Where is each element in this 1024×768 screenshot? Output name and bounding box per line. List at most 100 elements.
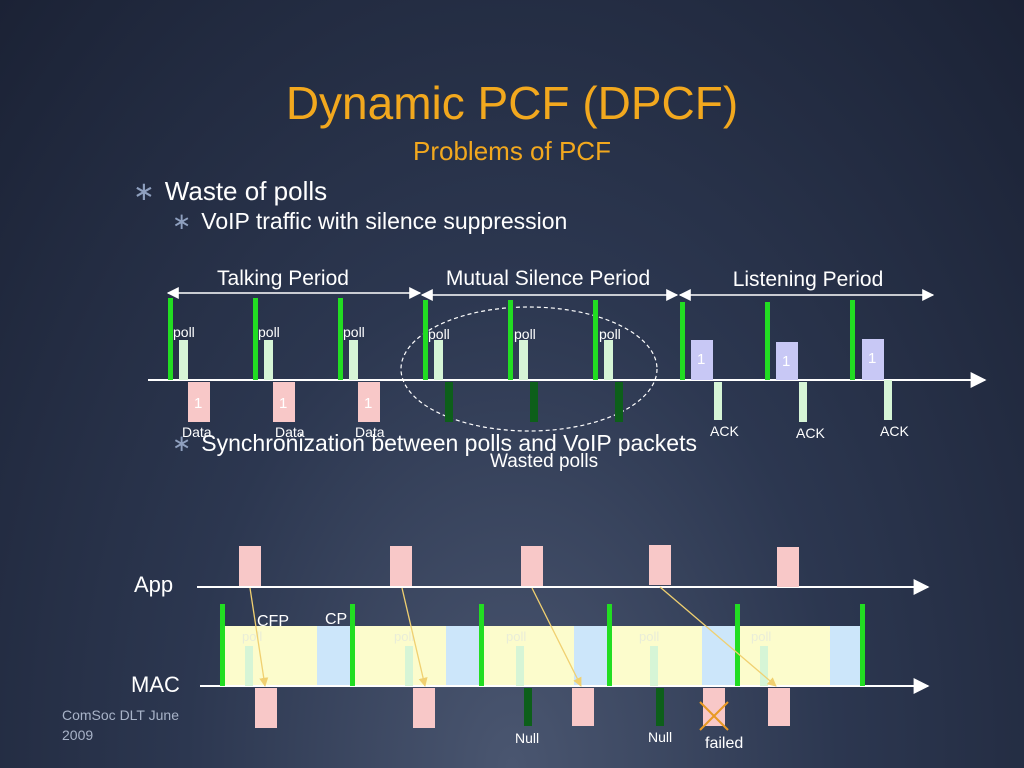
app-label: App [134, 572, 173, 597]
poll-bar [405, 646, 413, 686]
null-label: Null [515, 730, 539, 746]
talking-period-label: Talking Period [217, 267, 349, 290]
bullet-synchronization: ∗ Synchronization between polls and VoIP … [172, 430, 697, 457]
beacon-bar [860, 604, 865, 686]
mac-data-packet [768, 688, 790, 726]
bullet-text: Synchronization between polls and VoIP p… [201, 430, 697, 456]
poll-label: poll [751, 629, 771, 644]
poll-label: poll [343, 324, 365, 340]
cp-block [446, 626, 482, 685]
beacon-bar [680, 302, 685, 380]
poll-label: poll [258, 324, 280, 340]
poll-bar [760, 646, 768, 686]
cp-label: CP [325, 611, 347, 628]
ack-label: ACK [880, 423, 909, 439]
downlink-packet [691, 340, 713, 380]
ack-bar [714, 382, 722, 420]
ack-label: ACK [796, 425, 825, 441]
data-label: Data [355, 424, 385, 440]
beacon-bar [220, 604, 225, 686]
null-bar [445, 382, 453, 422]
packet-number: 1 [364, 395, 372, 412]
data-packet [273, 382, 295, 422]
cfp-block [482, 626, 574, 685]
mac-data-packet [255, 688, 277, 728]
beacon-bar [850, 300, 855, 380]
wasted-polls-label: Wasted polls [490, 451, 598, 472]
sync-arrow [659, 586, 777, 687]
mac-label: MAC [131, 672, 180, 697]
poll-label: poll [506, 629, 526, 644]
beacon-bar [350, 604, 355, 686]
poll-bar [264, 340, 273, 380]
poll-label: poll [173, 324, 195, 340]
cp-block [317, 626, 353, 685]
null-bar [530, 382, 538, 422]
beacon-bar [423, 300, 428, 380]
bullet-marker-icon: ∗ [172, 430, 192, 456]
poll-label: poll [242, 629, 262, 644]
null-bar [524, 688, 532, 726]
data-packet [188, 382, 210, 422]
beacon-bar [338, 298, 343, 380]
beacon-bar [765, 302, 770, 380]
beacon-bar [607, 604, 612, 686]
poll-label: poll [428, 326, 450, 342]
poll-bar [519, 340, 528, 380]
downlink-packet [862, 339, 884, 380]
footer-text: ComSoc DLT June 2009 [62, 707, 179, 743]
ack-bar [799, 382, 807, 422]
app-packet [390, 546, 412, 586]
cfp-block [223, 626, 317, 685]
poll-bar [604, 340, 613, 380]
cfp-block [353, 626, 446, 685]
bullet-waste-of-polls: ∗Waste of polls [133, 176, 327, 207]
silence-period-label: Mutual Silence Period [446, 267, 650, 290]
ack-bar [884, 380, 892, 420]
pcf-polling-diagram: Talking Period Mutual Silence Period Lis… [148, 267, 987, 472]
ack-label: ACK [710, 423, 739, 439]
slide-subtitle: Problems of PCF [413, 136, 611, 166]
sync-arrow [249, 587, 269, 687]
poll-label: poll [599, 326, 621, 342]
poll-label: poll [514, 326, 536, 342]
data-packet [358, 382, 380, 422]
mac-data-packet [572, 688, 594, 726]
beacon-bar [253, 298, 258, 380]
packet-number: 1 [279, 395, 287, 412]
downlink-packet [776, 342, 798, 380]
poll-label: poll [394, 629, 414, 644]
sync-arrow [531, 587, 582, 687]
mac-data-packet [413, 688, 435, 728]
app-mac-sync-diagram: App MAC poll poll poll poll poll [131, 545, 930, 752]
bullet-text: VoIP traffic with silence suppression [201, 208, 568, 234]
app-packet [777, 547, 799, 587]
poll-bar [650, 646, 658, 686]
app-packet [521, 546, 543, 586]
mac-data-packet-failed [703, 688, 725, 726]
data-label: Data [182, 424, 212, 440]
bullet-marker-icon: ∗ [133, 176, 155, 206]
null-label: Null [648, 729, 672, 745]
null-bar [615, 382, 623, 422]
listening-period-label: Listening Period [733, 268, 884, 291]
cp-block [574, 626, 610, 685]
poll-bar [349, 340, 358, 380]
app-packet [649, 545, 671, 585]
cp-block [830, 626, 862, 685]
packet-number: 1 [697, 351, 705, 368]
cfp-block [738, 626, 830, 685]
packet-number: 1 [194, 395, 202, 412]
poll-label: poll [639, 629, 659, 644]
poll-bar [516, 646, 524, 686]
sync-arrow [401, 587, 428, 687]
poll-bar [179, 340, 188, 380]
beacon-bar [508, 300, 513, 380]
poll-bar [434, 340, 443, 380]
bullet-marker-icon: ∗ [172, 208, 192, 234]
failed-label: failed [705, 735, 743, 752]
bullet-voip-traffic: ∗ VoIP traffic with silence suppression [172, 208, 567, 235]
failed-cross-icon [699, 701, 729, 731]
beacon-bar [168, 298, 173, 380]
